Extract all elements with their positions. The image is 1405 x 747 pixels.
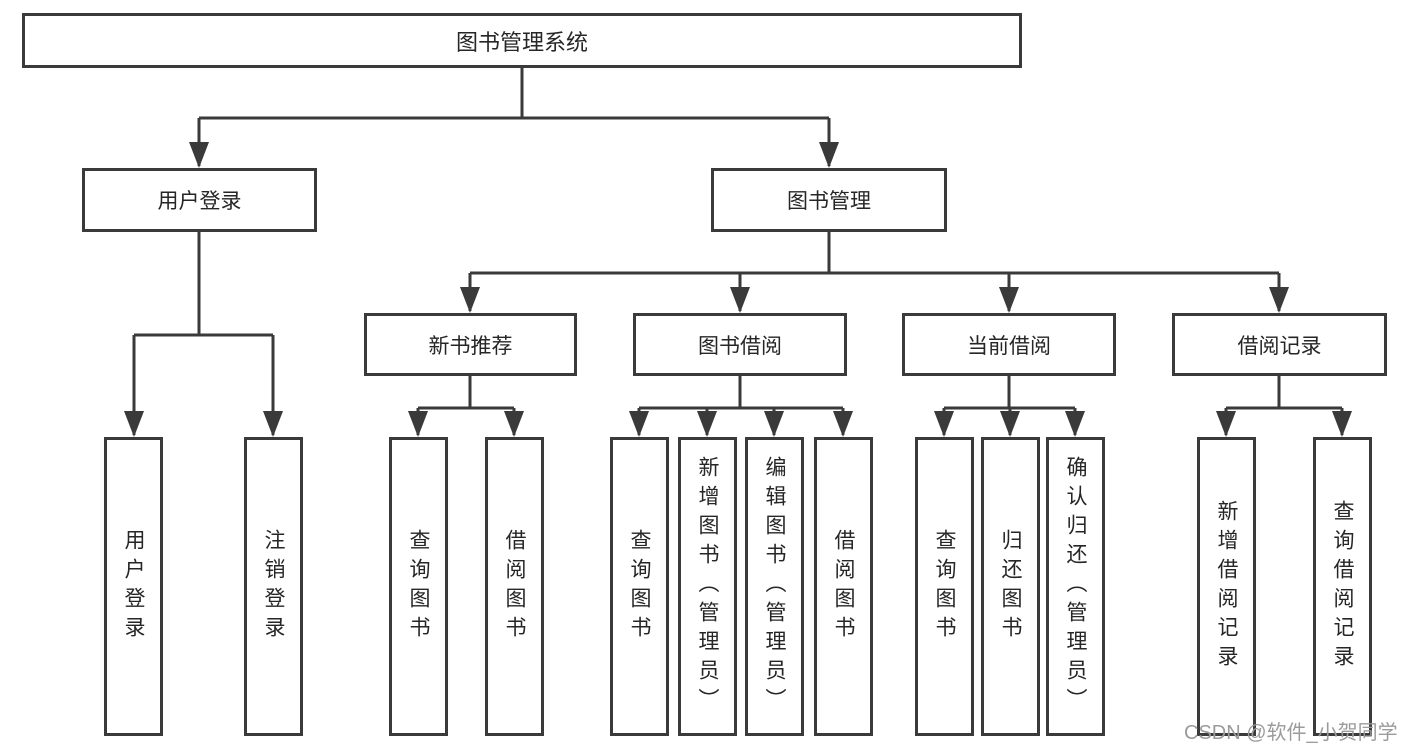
node-library-management-system: 图书管理系统 xyxy=(22,13,1022,68)
leaf-label: 编辑图书（管理员） xyxy=(763,456,786,717)
leaf-label: 确认归还（管理员） xyxy=(1064,456,1087,717)
leaf-label: 新增借阅记录 xyxy=(1215,499,1238,674)
leaf-return-books: 归还图书 xyxy=(981,437,1040,736)
leaf-label: 新增图书（管理员） xyxy=(696,456,719,717)
leaf-label: 借阅图书 xyxy=(832,528,855,645)
arrowheads xyxy=(124,142,1352,437)
watermark: CSDN @软件_小贺同学 xyxy=(1184,722,1398,744)
node-book-management: 图书管理 xyxy=(711,168,947,232)
leaf-label: 查询图书 xyxy=(628,528,651,645)
leaf-borrow-books: 借阅图书 xyxy=(485,437,544,736)
node-user-login: 用户登录 xyxy=(82,168,317,232)
leaf-borrow-books: 借阅图书 xyxy=(814,437,873,736)
leaf-edit-books-admin: 编辑图书（管理员） xyxy=(745,437,804,736)
node-current-borrowing: 当前借阅 xyxy=(902,313,1116,376)
node-new-book-recommendation: 新书推荐 xyxy=(364,313,577,376)
leaf-add-borrow-record: 新增借阅记录 xyxy=(1197,437,1256,736)
leaf-logout: 注销登录 xyxy=(244,437,303,736)
node-borrow-records: 借阅记录 xyxy=(1172,313,1387,376)
leaf-query-borrow-record: 查询借阅记录 xyxy=(1313,437,1372,736)
leaf-label: 查询图书 xyxy=(933,528,956,645)
leaf-label: 用户登录 xyxy=(122,528,145,645)
leaf-label: 查询借阅记录 xyxy=(1331,499,1354,674)
leaf-label: 借阅图书 xyxy=(503,528,526,645)
leaf-query-books: 查询图书 xyxy=(610,437,669,736)
leaf-label: 注销登录 xyxy=(262,528,285,645)
leaf-confirm-return-admin: 确认归还（管理员） xyxy=(1046,437,1105,736)
leaf-user-login: 用户登录 xyxy=(104,437,163,736)
leaf-add-books-admin: 新增图书（管理员） xyxy=(678,437,737,736)
leaf-query-books: 查询图书 xyxy=(915,437,974,736)
leaf-label: 查询图书 xyxy=(407,528,430,645)
leaf-label: 归还图书 xyxy=(999,528,1022,645)
leaf-query-books: 查询图书 xyxy=(389,437,448,736)
node-book-borrowing: 图书借阅 xyxy=(633,313,847,376)
